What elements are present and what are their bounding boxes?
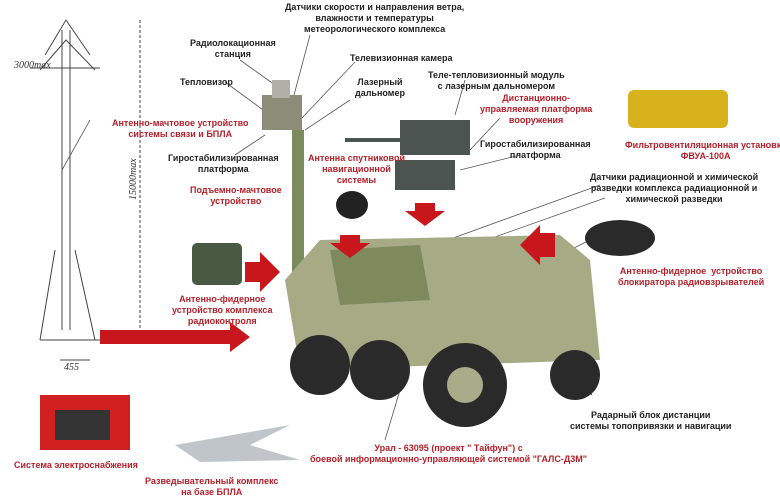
mast-width-dimension: 3000max bbox=[14, 60, 51, 71]
generator-photo bbox=[40, 395, 130, 450]
weapon-module-photo bbox=[345, 120, 470, 190]
gnss-antenna-photo bbox=[336, 191, 368, 219]
label-radio-control-antenna: Антенно-фидерное устройство комплекса ра… bbox=[172, 294, 273, 326]
label-remote-weapon: Дистанционно- управляемая платформа воор… bbox=[480, 93, 593, 125]
label-wind-sensors: Датчики скорости и направления ветра, вл… bbox=[285, 2, 465, 34]
red-arrows bbox=[100, 203, 555, 352]
label-truck: Урал - 63095 (проект " Тайфун") с боевой… bbox=[310, 443, 588, 464]
label-radar-station: Радиолокационная станция bbox=[190, 38, 276, 59]
label-tv-camera: Телевизионная камера bbox=[350, 53, 453, 63]
mast-height-dimension: 15000max bbox=[128, 158, 139, 200]
label-gyro-platform-left: Гиростабилизированная платформа bbox=[168, 153, 279, 174]
label-filter-unit: Фильтровентиляционная установка ФВУА-100… bbox=[625, 140, 780, 161]
jammer-antenna-photo bbox=[585, 220, 655, 256]
truck-photo bbox=[285, 235, 600, 427]
mast-drawing bbox=[30, 19, 141, 361]
label-rad-chem-sensors: Датчики радиационной и химической развед… bbox=[590, 172, 759, 204]
radio-control-antenna-photo bbox=[192, 243, 242, 285]
label-radar-block: Радарный блок дистанции системы топоприв… bbox=[570, 410, 732, 431]
label-laser-rangefinder: Лазерный дальномер bbox=[355, 77, 405, 98]
label-jammer-antenna: Антенно-фидерное устройство блокиратора … bbox=[618, 266, 765, 287]
label-lift-mast: Подъемно-мачтовое устройство bbox=[190, 185, 282, 206]
label-gyro-platform-right: Гиростабилизированная платформа bbox=[480, 139, 591, 160]
label-antenna-mast: Антенно-мачтовое устройство системы связ… bbox=[112, 118, 249, 139]
label-tele-thermal-module: Теле-тепловизионный модуль с лазерным да… bbox=[428, 70, 565, 91]
mast-photo bbox=[262, 80, 304, 280]
label-gnss-antenna: Антенна спутниковой навигационной систем… bbox=[308, 153, 405, 185]
uav-photo bbox=[175, 425, 300, 462]
label-power-system: Система электроснабжения bbox=[14, 460, 138, 470]
filter-unit-photo bbox=[628, 90, 728, 128]
label-uav: Разведывательный комплекс на базе БПЛА bbox=[145, 476, 279, 497]
base-dimension: 455 bbox=[64, 362, 79, 373]
label-thermal-imager: Тепловизор bbox=[180, 77, 233, 87]
